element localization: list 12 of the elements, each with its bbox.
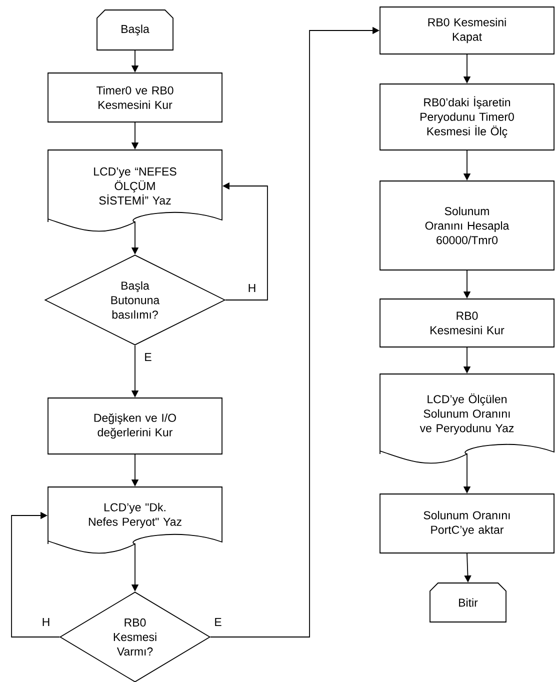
process-box: Solunum Oranını PortC’ye aktar bbox=[380, 494, 554, 554]
arrow bbox=[11, 512, 60, 638]
process-box: RB0 Kesmesini Kapat bbox=[380, 6, 554, 54]
edge-label: H bbox=[40, 617, 52, 627]
process-box: RB0 Kesmesini Kur bbox=[380, 298, 554, 348]
edge-label: E bbox=[213, 617, 223, 627]
edge-label: E bbox=[143, 352, 153, 362]
process-box: Değişken ve I/O değerlerini Kur bbox=[48, 398, 222, 454]
process-box: Solunum Oranını Hesapla 60000/Tmr0 bbox=[380, 180, 554, 270]
edge-label: H bbox=[246, 283, 258, 293]
process-box: Timer0 ve RB0 Kesmesini Kur bbox=[48, 72, 222, 122]
process-box: RB0’daki İşaretin Peryodunu Timer0 Kesmesi İle Ölç bbox=[380, 84, 554, 150]
